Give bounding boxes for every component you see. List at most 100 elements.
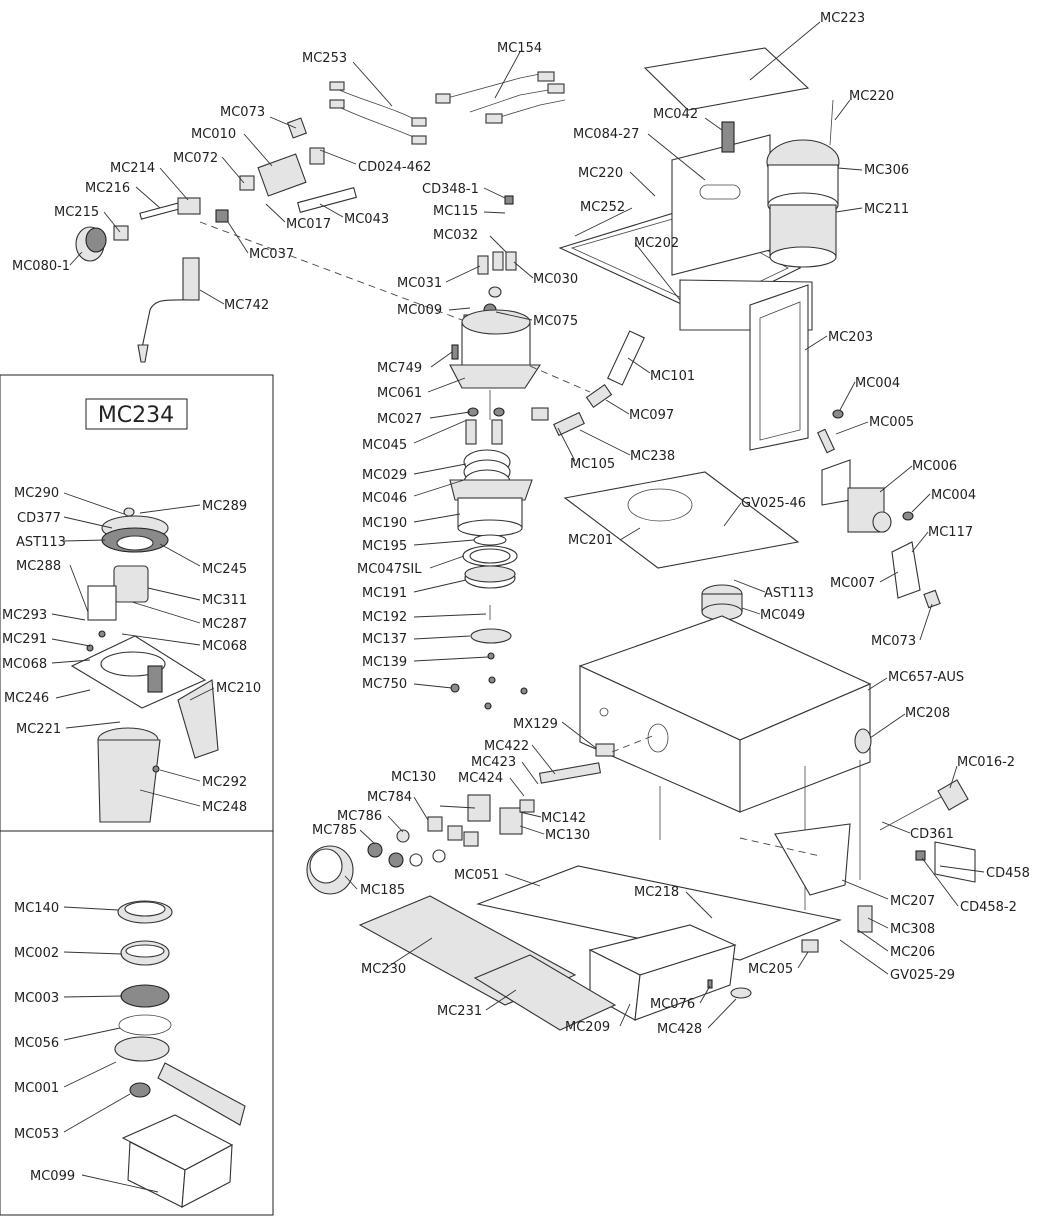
label-mc029: MC029 xyxy=(362,468,407,483)
label-mc424: MC424 xyxy=(458,771,503,786)
label-mc045: MC045 xyxy=(362,438,407,453)
label-mc002: MC002 xyxy=(14,946,59,961)
label-mc292: MC292 xyxy=(202,775,247,790)
label-mc031: MC031 xyxy=(397,276,442,291)
label-mc218: MC218 xyxy=(634,885,679,900)
label-mc130-bottom: MC130 xyxy=(545,828,590,843)
label-gv025-29: GV025-29 xyxy=(890,968,955,983)
label-cd348-1: CD348-1 xyxy=(422,182,479,197)
label-mc248: MC248 xyxy=(202,800,247,815)
label-mc142: MC142 xyxy=(541,811,586,826)
label-mc206: MC206 xyxy=(890,945,935,960)
label-mc105: MC105 xyxy=(570,457,615,472)
label-mx129: MX129 xyxy=(513,717,558,732)
label-mc288: MC288 xyxy=(16,559,61,574)
label-mc047sil: MC047SIL xyxy=(357,562,422,577)
label-mc245: MC245 xyxy=(202,562,247,577)
label-mc201: MC201 xyxy=(568,533,613,548)
label-mc230: MC230 xyxy=(361,962,406,977)
label-mc154: MC154 xyxy=(497,41,542,56)
mc234-artwork xyxy=(70,507,219,823)
label-mc220-top: MC220 xyxy=(849,89,894,104)
parts-artwork xyxy=(75,47,976,1031)
leader-lines xyxy=(51,21,985,1193)
inset-title-box xyxy=(85,398,188,430)
label-mc043: MC043 xyxy=(344,212,389,227)
label-mc037: MC037 xyxy=(249,247,294,262)
label-mc211: MC211 xyxy=(864,202,909,217)
label-mc101: MC101 xyxy=(650,369,695,384)
label-mc068-left: MC068 xyxy=(2,657,47,672)
label-cd361: CD361 xyxy=(910,827,954,842)
label-mc017: MC017 xyxy=(286,217,331,232)
label-gv025-46: GV025-46 xyxy=(741,496,806,511)
label-mc117: MC117 xyxy=(928,525,973,540)
label-mc185: MC185 xyxy=(360,883,405,898)
label-mc053: MC053 xyxy=(14,1127,59,1142)
portafilter-artwork xyxy=(114,900,246,1208)
label-mc290: MC290 xyxy=(14,486,59,501)
label-mc032: MC032 xyxy=(433,228,478,243)
label-mc215: MC215 xyxy=(54,205,99,220)
label-mc073-bottom: MC073 xyxy=(871,634,916,649)
label-mc005: MC005 xyxy=(869,415,914,430)
label-mc291: MC291 xyxy=(2,632,47,647)
label-mc004-top: MC004 xyxy=(855,376,900,391)
label-mc097: MC097 xyxy=(629,408,674,423)
label-mc007: MC007 xyxy=(830,576,875,591)
label-mc068-right: MC068 xyxy=(202,639,247,654)
label-mc099: MC099 xyxy=(30,1169,75,1184)
label-mc042: MC042 xyxy=(653,107,698,122)
label-mc115: MC115 xyxy=(433,204,478,219)
callout-labels: MC223 MC220 MC253 MC154 MC042 MC306 MC08… xyxy=(2,11,1030,1184)
inset-title: MC234 xyxy=(98,403,174,428)
label-mc192: MC192 xyxy=(362,610,407,625)
label-ast113-main: AST113 xyxy=(764,586,814,601)
label-mc246: MC246 xyxy=(4,691,49,706)
label-mc084-27: MC084-27 xyxy=(573,127,639,142)
label-mc657-aus: MC657-AUS xyxy=(888,670,964,685)
label-cd024-462: CD024-462 xyxy=(358,160,431,175)
label-mc001: MC001 xyxy=(14,1081,59,1096)
label-mc203: MC203 xyxy=(828,330,873,345)
label-mc742: MC742 xyxy=(224,298,269,313)
label-mc190: MC190 xyxy=(362,516,407,531)
label-mc075: MC075 xyxy=(533,314,578,329)
label-mc253: MC253 xyxy=(302,51,347,66)
label-cd458: CD458 xyxy=(986,866,1030,881)
label-mc786: MC786 xyxy=(337,809,382,824)
label-mc056: MC056 xyxy=(14,1036,59,1051)
label-ast113-inset: AST113 xyxy=(16,535,66,550)
label-mc205: MC205 xyxy=(748,962,793,977)
label-mc046: MC046 xyxy=(362,491,407,506)
label-mc210: MC210 xyxy=(216,681,261,696)
inset-portafilter-frame xyxy=(0,830,274,1216)
label-mc027: MC027 xyxy=(377,412,422,427)
label-mc785: MC785 xyxy=(312,823,357,838)
label-mc139: MC139 xyxy=(362,655,407,670)
label-mc010: MC010 xyxy=(191,127,236,142)
label-mc287: MC287 xyxy=(202,617,247,632)
label-mc220-mid: MC220 xyxy=(578,166,623,181)
label-mc030: MC030 xyxy=(533,272,578,287)
label-mc223: MC223 xyxy=(820,11,865,26)
label-mc049: MC049 xyxy=(760,608,805,623)
label-mc289: MC289 xyxy=(202,499,247,514)
label-mc061: MC061 xyxy=(377,386,422,401)
label-mc750: MC750 xyxy=(362,677,407,692)
label-mc202: MC202 xyxy=(634,236,679,251)
label-mc209: MC209 xyxy=(565,1020,610,1035)
label-mc016-2: MC016-2 xyxy=(957,755,1015,770)
label-mc072: MC072 xyxy=(173,151,218,166)
label-mc140: MC140 xyxy=(14,901,59,916)
label-mc749: MC749 xyxy=(377,361,422,376)
label-mc191: MC191 xyxy=(362,586,407,601)
label-mc311: MC311 xyxy=(202,593,247,608)
label-mc080-1: MC080-1 xyxy=(12,259,70,274)
label-mc207: MC207 xyxy=(890,894,935,909)
label-mc137: MC137 xyxy=(362,632,407,647)
label-mc221: MC221 xyxy=(16,722,61,737)
label-mc308: MC308 xyxy=(890,922,935,937)
label-mc004-bottom: MC004 xyxy=(931,488,976,503)
